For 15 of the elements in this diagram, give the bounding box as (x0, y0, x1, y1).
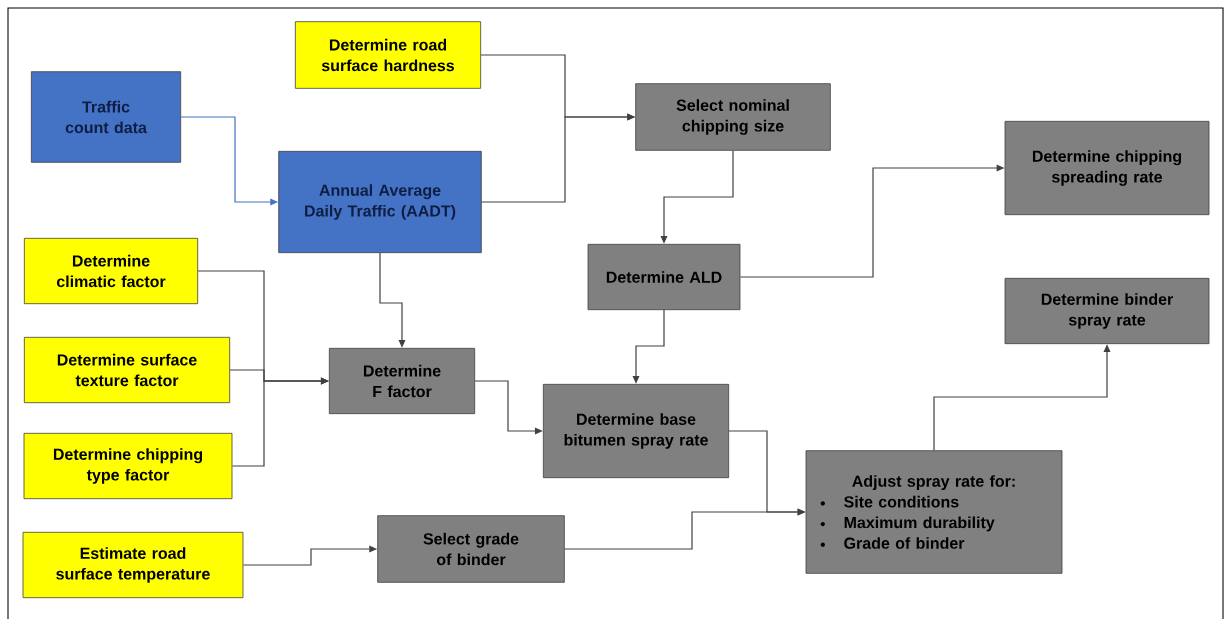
process-box: Adjust spray rate for: Site conditions Maximum durability Grade of binder (805, 450, 1063, 574)
process-box: Select nominal chipping size (635, 83, 831, 151)
input-box: Determine road surface hardness (294, 21, 482, 89)
input-box: Determine climatic factor (23, 237, 199, 305)
process-box: Determine F factor (328, 347, 476, 415)
input-box: Determine surface texture factor (23, 336, 231, 404)
process-box: Select grade of binder (377, 515, 565, 583)
process-box: Determine base bitumen spray rate (542, 383, 730, 479)
process-box: Determine ALD (587, 243, 741, 311)
data-box: Traffic count data (30, 71, 182, 163)
process-box: Determine chipping spreading rate (1004, 120, 1210, 216)
process-box: Determine binder spray rate (1004, 277, 1210, 345)
data-box: Annual Average Daily Traffic (AADT) (278, 150, 482, 254)
input-box: Determine chipping type factor (23, 432, 233, 500)
input-box: Estimate road surface temperature (22, 531, 244, 599)
